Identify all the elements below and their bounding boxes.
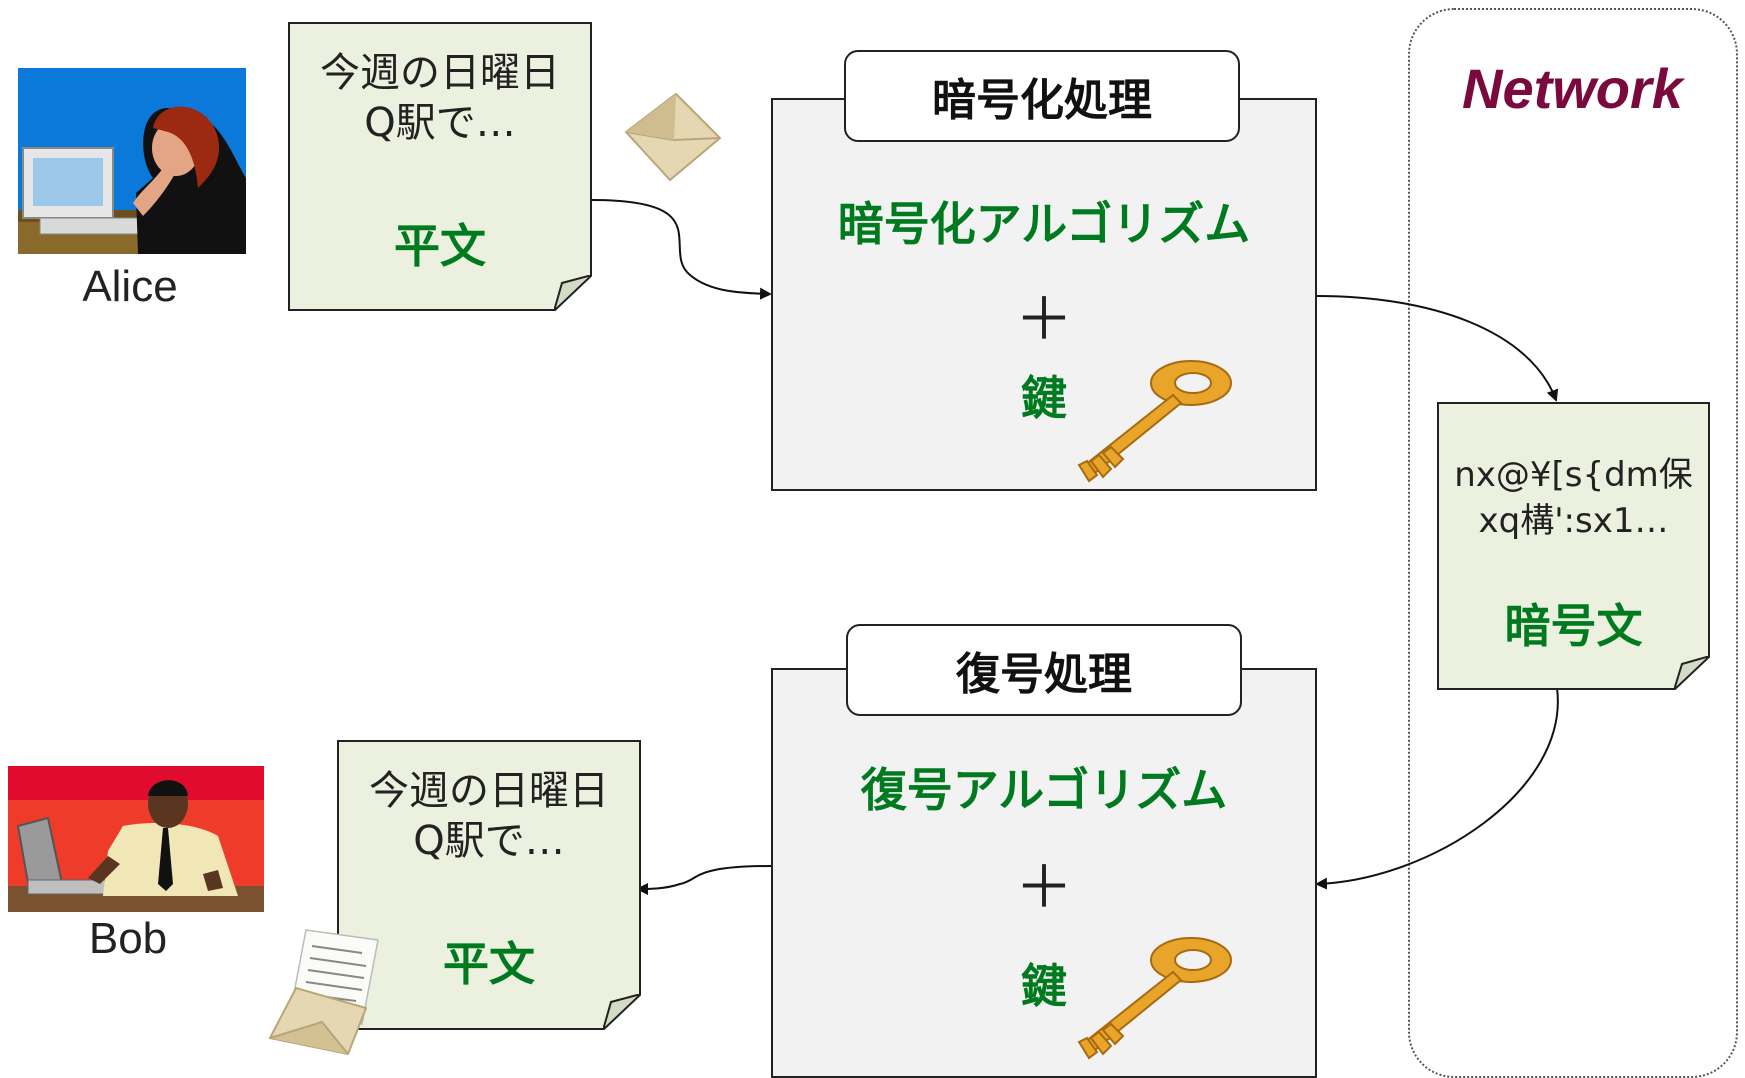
- arrow-plaintext-to-encrypt: [591, 199, 772, 300]
- page-fold: [554, 275, 592, 311]
- closed-envelope-icon: [624, 92, 722, 182]
- encrypt-key-label: 鍵: [1021, 371, 1067, 425]
- plaintext-note-top: 今週の日曜日 Q駅で… 平文: [288, 22, 592, 311]
- encrypt-process-box: 暗号化アルゴリズム ＋ 鍵: [771, 98, 1317, 491]
- decrypt-algorithm-label: 復号アルゴリズム: [860, 763, 1228, 817]
- plaintext-note-bottom: 今週の日曜日 Q駅で… 平文: [337, 740, 641, 1030]
- plaintext-line-1: 今週の日曜日: [320, 50, 560, 96]
- plaintext-line-1: 今週の日曜日: [369, 768, 609, 814]
- bob-name: Bob: [88, 914, 168, 963]
- key-icon: [1077, 360, 1232, 483]
- encrypt-title: 暗号化処理: [844, 50, 1240, 142]
- decrypt-title: 復号処理: [846, 624, 1242, 716]
- decrypt-key-label: 鍵: [1021, 959, 1067, 1013]
- alice-clipart: [18, 68, 246, 254]
- alice-name: Alice: [82, 262, 178, 311]
- plaintext-label: 平文: [394, 219, 486, 273]
- arrow-ciphertext-to-decrypt: [1315, 687, 1559, 890]
- encrypt-plus-sign: ＋: [1014, 285, 1073, 353]
- ciphertext-line-2: xq構':sx1…: [1478, 501, 1669, 541]
- key-icon: [1077, 937, 1232, 1060]
- arrow-decrypt-to-plaintext: [636, 865, 772, 895]
- plaintext-line-2: Q駅で…: [364, 100, 516, 146]
- page-fold: [603, 994, 641, 1030]
- arrow-encrypt-to-ciphertext: [1316, 295, 1559, 402]
- network-label: Network: [1462, 57, 1683, 120]
- encrypt-algorithm-label: 暗号化アルゴリズム: [837, 197, 1251, 251]
- plaintext-label: 平文: [443, 937, 535, 991]
- ciphertext-line-1: nx@¥[s{dm保: [1454, 455, 1693, 495]
- bob-clipart: [8, 766, 264, 912]
- plaintext-line-2: Q駅で…: [413, 818, 565, 864]
- decrypt-process-box: 復号アルゴリズム ＋ 鍵: [771, 668, 1317, 1078]
- page-fold: [1674, 656, 1710, 690]
- ciphertext-label: 暗号文: [1504, 599, 1643, 653]
- decrypt-plus-sign: ＋: [1014, 853, 1073, 921]
- ciphertext-note: nx@¥[s{dm保 xq構':sx1… 暗号文: [1437, 402, 1710, 690]
- open-letter-icon: [268, 929, 379, 1056]
